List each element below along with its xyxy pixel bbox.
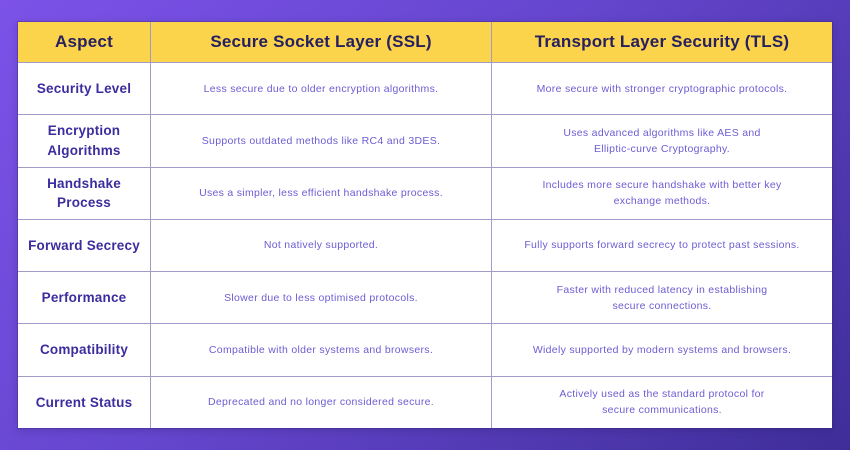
aspect-cell: Current Status xyxy=(35,394,133,410)
aspect-cell: Forward Secrecy xyxy=(28,237,140,253)
table-row: Performance Slower due to less optimised… xyxy=(18,271,832,324)
ssl-cell: Compatible with older systems and browse… xyxy=(150,324,491,376)
aspect-cell: Encryption Algorithms xyxy=(47,123,121,158)
ssl-tls-comparison-table: Aspect Secure Socket Layer (SSL) Transpo… xyxy=(18,22,832,428)
aspect-cell: Compatibility xyxy=(39,342,129,358)
aspect-cell: Performance xyxy=(41,289,127,305)
table-row: Encryption Algorithms Supports outdated … xyxy=(18,114,832,167)
ssl-cell: Slower due to less optimised protocols. xyxy=(150,272,491,324)
table-row: Current Status Deprecated and no longer … xyxy=(18,375,832,428)
tls-cell: Uses advanced algorithms like AES and El… xyxy=(491,115,832,167)
tls-cell: Fully supports forward secrecy to protec… xyxy=(491,219,832,272)
table-row: Compatibility Compatible with older syst… xyxy=(18,323,832,376)
table-row: Security Level Less secure due to older … xyxy=(18,62,832,115)
tls-cell: Includes more secure handshake with bett… xyxy=(491,167,832,219)
table-header-row: Aspect Secure Socket Layer (SSL) Transpo… xyxy=(18,22,832,62)
header-cell-ssl: Secure Socket Layer (SSL) xyxy=(150,22,491,62)
tls-cell: More secure with stronger cryptographic … xyxy=(491,63,832,115)
ssl-cell: Supports outdated methods like RC4 and 3… xyxy=(150,115,491,167)
ssl-cell: Uses a simpler, less efficient handshake… xyxy=(150,167,491,219)
aspect-cell: Security Level xyxy=(36,80,132,96)
tls-cell: Widely supported by modern systems and b… xyxy=(491,324,832,376)
ssl-cell: Deprecated and no longer considered secu… xyxy=(150,376,491,428)
ssl-cell: Less secure due to older encryption algo… xyxy=(150,63,491,115)
tls-cell: Actively used as the standard protocol f… xyxy=(491,376,832,428)
header-cell-tls: Transport Layer Security (TLS) xyxy=(491,22,832,62)
ssl-cell: Not natively supported. xyxy=(150,219,491,272)
table-row: Forward Secrecy Not natively supported. … xyxy=(18,218,832,272)
header-cell-aspect: Aspect xyxy=(55,32,113,51)
aspect-cell: Handshake Process xyxy=(47,175,121,211)
table-row: Handshake Process Uses a simpler, less e… xyxy=(18,166,832,219)
tls-cell: Faster with reduced latency in establish… xyxy=(491,272,832,324)
